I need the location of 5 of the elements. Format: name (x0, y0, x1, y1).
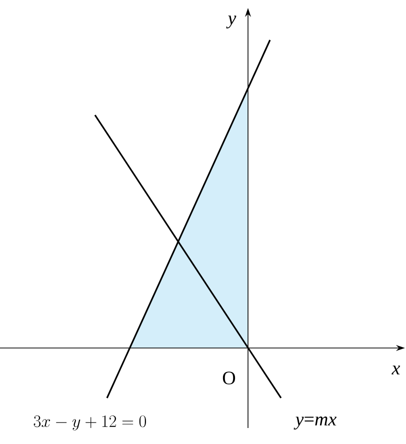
equation-label: $3x-y+12=0$ (34, 415, 146, 430)
axis-label: x (392, 366, 400, 374)
axis-label: y (226, 16, 236, 28)
origin-label: O (222, 372, 236, 384)
equation-label: y=mx (294, 416, 336, 430)
